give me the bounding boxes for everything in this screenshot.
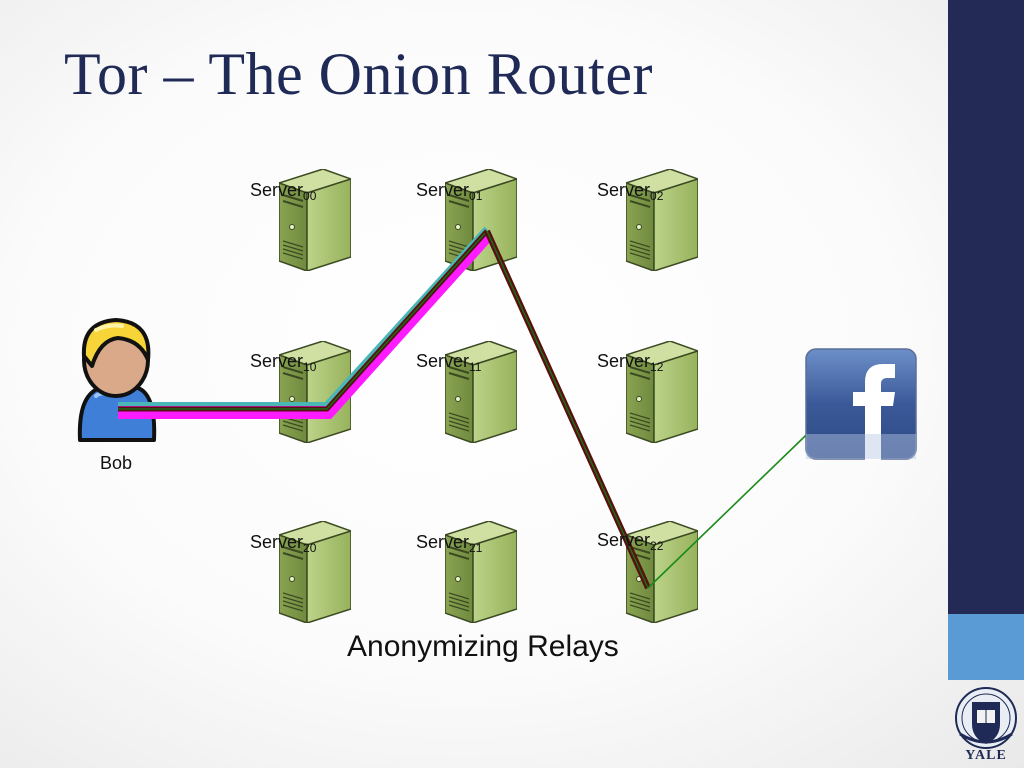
yale-wordmark: YALE — [965, 748, 1007, 763]
server-label-00: Server00 — [250, 180, 317, 203]
slide-title: Tor – The Onion Router — [64, 41, 653, 107]
side-bar-dark — [948, 0, 1024, 614]
server-label-20: Server20 — [250, 532, 317, 555]
onion-route-path — [118, 226, 651, 590]
server-label-21: Server21 — [416, 532, 483, 555]
side-bar-light — [948, 614, 1024, 680]
yale-shield-logo-icon — [955, 687, 1017, 749]
server-label-10: Server10 — [250, 351, 317, 374]
bob-label: Bob — [100, 453, 133, 473]
server-label-02: Server02 — [597, 180, 664, 203]
server-label-01: Server01 — [416, 180, 483, 203]
server-label-12: Server12 — [597, 351, 664, 374]
bob-user-icon — [77, 318, 157, 442]
diagram-caption: Anonymizing Relays — [347, 630, 619, 663]
facebook-logo-icon — [805, 348, 917, 460]
server-label-22: Server22 — [597, 530, 664, 553]
server-label-11: Server11 — [416, 351, 482, 374]
side-bar — [948, 0, 1024, 768]
tor-diagram — [77, 169, 834, 623]
